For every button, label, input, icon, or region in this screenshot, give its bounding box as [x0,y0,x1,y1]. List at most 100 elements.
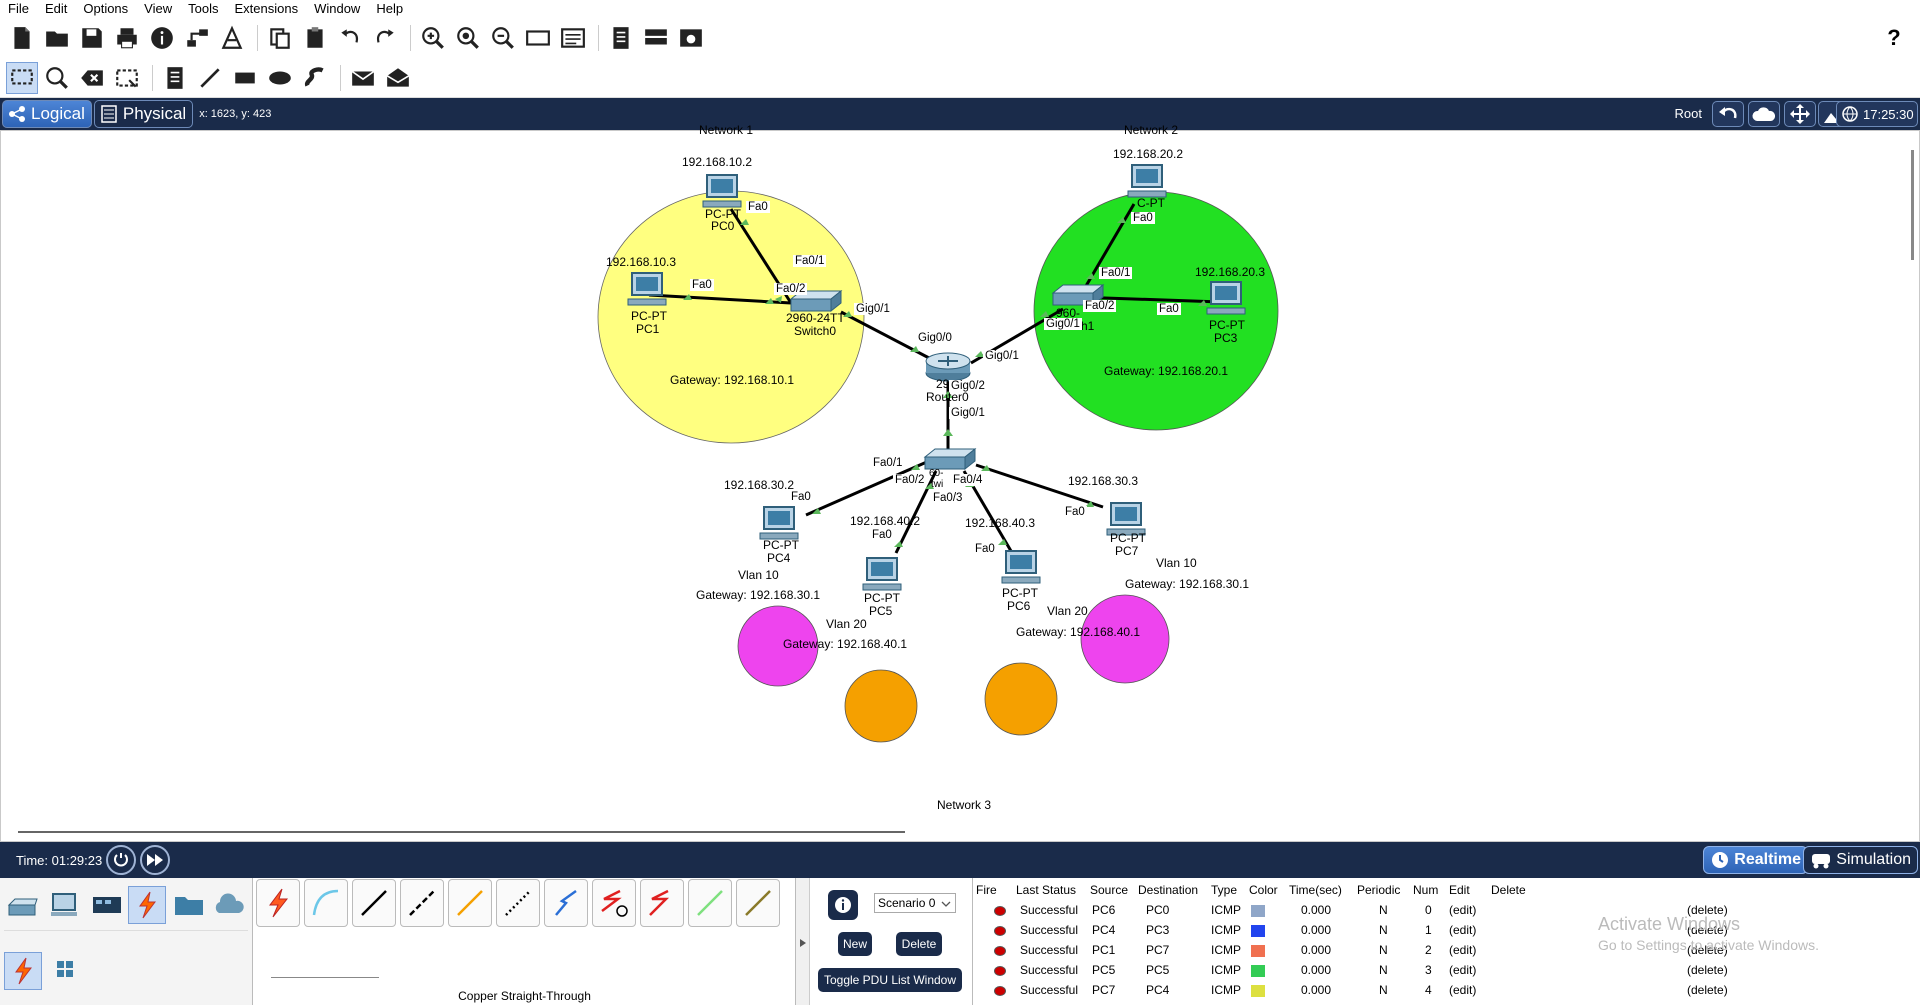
back-icon[interactable] [1712,101,1744,127]
fire-icon[interactable] [976,980,1016,1000]
cluster-icon[interactable] [640,22,672,54]
port-label: Fa0 [789,491,813,503]
zoom-in-icon[interactable] [417,22,449,54]
phone-cable-icon[interactable] [496,879,540,927]
horizontal-scrollbar[interactable] [18,831,905,833]
fiber-icon[interactable] [448,879,492,927]
pc1-icon [627,272,667,306]
pdu-edit-cell[interactable]: (edit) [1449,943,1477,957]
line-icon[interactable] [194,62,226,94]
print-icon[interactable] [111,22,143,54]
simple-pdu-icon[interactable] [347,62,379,94]
port-label: Gig0/0 [916,332,954,344]
redo-icon[interactable] [369,22,401,54]
menu-extensions[interactable]: Extensions [234,1,299,16]
zoom-reset-icon[interactable] [452,22,484,54]
miscellaneous-icon[interactable] [172,888,206,922]
save-icon[interactable] [76,22,108,54]
menu-view[interactable]: View [144,1,173,16]
note-icon[interactable] [159,62,191,94]
menu-window[interactable]: Window [314,1,361,16]
connections-icon[interactable] [128,886,166,924]
pdu-color-swatch [1251,904,1265,917]
end-devices-icon[interactable] [48,888,82,922]
pdu-edit-cell[interactable]: (edit) [1449,983,1477,997]
pdu-type-cell: ICMP [1211,983,1241,997]
screenshot-icon[interactable] [675,22,707,54]
copy-icon[interactable] [264,22,296,54]
info-button[interactable] [828,890,858,920]
octal-cable-icon[interactable] [688,879,732,927]
inspect-icon[interactable] [41,62,73,94]
fire-icon[interactable] [976,940,1016,960]
delete-scenario-button[interactable]: Delete [896,932,942,956]
pdu-edit-cell[interactable]: (edit) [1449,903,1477,917]
copper-cross-icon[interactable] [400,879,444,927]
simulation-button[interactable]: Simulation [1803,846,1918,874]
pdu-delete-cell[interactable]: (delete) [1687,923,1728,937]
resize-icon[interactable] [111,62,143,94]
power-cycle-icon[interactable] [106,845,137,875]
pdu-num-cell: 4 [1425,983,1432,997]
network-devices-icon[interactable] [6,888,40,922]
copper-straight-icon[interactable] [352,879,396,927]
menu-tools[interactable]: Tools [188,1,219,16]
vertical-scrollbar[interactable] [1911,150,1914,260]
physical-tab[interactable]: Physical [93,100,194,128]
automatic-cable-icon[interactable] [256,879,300,927]
realtime-button[interactable]: Realtime [1703,846,1808,874]
cable-scrollbar[interactable] [271,977,379,978]
freeform-icon[interactable] [299,62,331,94]
activity-wizard-icon[interactable] [216,22,248,54]
info-icon[interactable] [146,22,178,54]
components-icon[interactable] [90,888,124,922]
select-icon[interactable] [6,61,38,94]
console-cable-icon[interactable] [304,879,348,927]
drawing-palette-icon[interactable] [522,22,554,54]
pdu-delete-cell[interactable]: (delete) [1687,943,1728,957]
ellipse-icon[interactable] [264,62,296,94]
pdu-delete-cell[interactable]: (delete) [1687,963,1728,977]
serial-dte-icon[interactable] [640,879,684,927]
logical-workspace-canvas[interactable]: Network 1 Network 2 Network 3 192.168.10… [0,123,1920,842]
serial-dce-icon[interactable] [592,879,636,927]
coaxial-cable-icon[interactable] [544,879,588,927]
scenario-select[interactable]: Scenario 0 [874,893,956,913]
pdu-delete-cell[interactable]: (delete) [1687,983,1728,997]
undo-icon[interactable] [334,22,366,54]
menu-help[interactable]: Help [376,1,404,16]
new-scenario-button[interactable]: New [838,932,872,956]
notes-icon[interactable] [605,22,637,54]
complex-pdu-icon[interactable] [382,62,414,94]
fire-icon[interactable] [976,900,1016,920]
paste-icon[interactable] [299,22,331,54]
network-wizard-icon[interactable] [181,22,213,54]
pdu-edit-cell[interactable]: (edit) [1449,923,1477,937]
move-icon[interactable] [1784,101,1816,127]
iot-cable-icon[interactable] [736,879,780,927]
help-icon[interactable]: ? [1887,25,1901,50]
fire-icon[interactable] [976,920,1016,940]
multiuser-icon[interactable] [212,888,246,922]
grid-icon[interactable] [48,952,82,986]
delete-icon[interactable] [76,62,108,94]
fast-forward-icon[interactable] [140,845,171,875]
menu-file[interactable]: File [8,1,29,16]
menu-options[interactable]: Options [83,1,129,16]
pdu-delete-cell[interactable]: (delete) [1687,903,1728,917]
pdu-edit-cell[interactable]: (edit) [1449,963,1477,977]
collapse-arrow-icon [800,939,806,947]
rectangle-icon[interactable] [229,62,261,94]
connections-sub-icon[interactable] [4,952,42,990]
fire-icon[interactable] [976,960,1016,980]
panel-collapse-handle[interactable] [796,878,810,1005]
pdu-num-cell: 1 [1425,923,1432,937]
cloud-icon[interactable] [1748,101,1780,127]
logical-tab[interactable]: Logical [2,100,92,128]
custom-device-icon[interactable] [557,22,589,54]
open-folder-icon[interactable] [41,22,73,54]
menu-edit[interactable]: Edit [44,1,68,16]
new-file-icon[interactable] [6,22,38,54]
toggle-pdu-list-button[interactable]: Toggle PDU List Window [818,968,962,992]
zoom-out-icon[interactable] [487,22,519,54]
